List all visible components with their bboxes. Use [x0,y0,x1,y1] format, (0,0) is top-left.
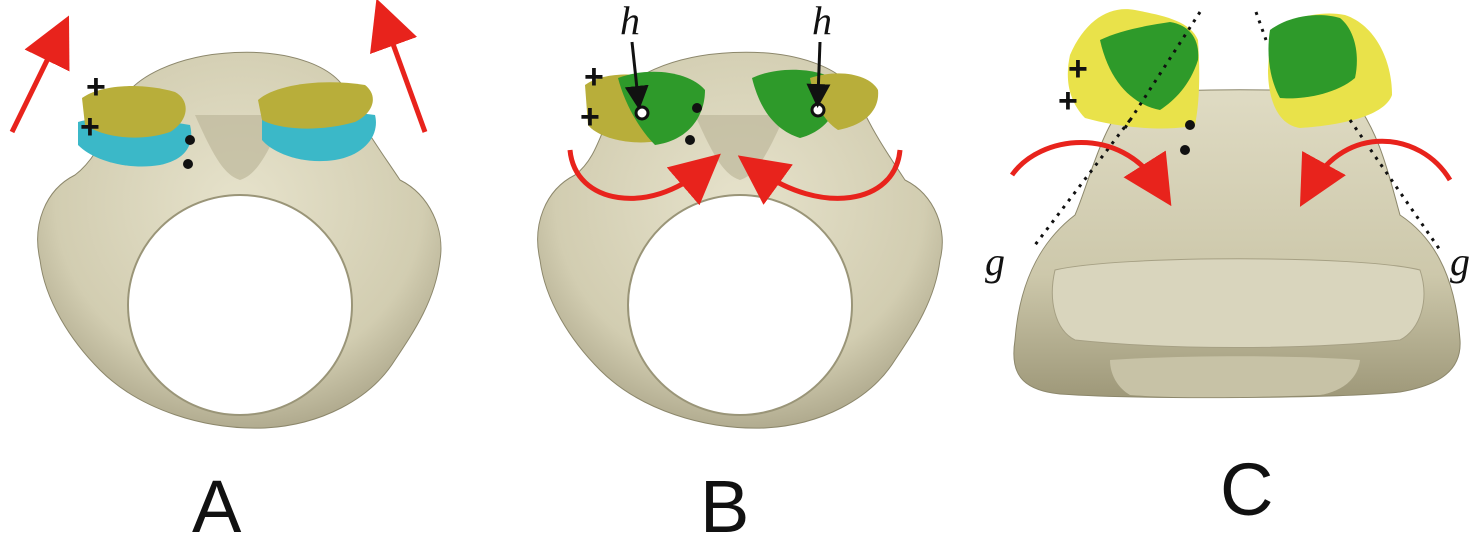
arrow-a-right [385,22,425,132]
marker-label-g: g [1450,239,1470,284]
plus-marker: + [584,58,604,96]
plus-marker: + [1058,82,1078,120]
panel-label: B [700,465,749,540]
dot-marker [185,135,195,145]
dot-marker [1180,145,1190,155]
open-circle-marker [812,104,824,116]
dot-marker [183,159,193,169]
marker-label-h: h [620,0,640,43]
vertebra-b-foramen [628,195,852,415]
vertebra-c-canal [1110,356,1360,397]
vertebra-c-body [1014,90,1460,398]
plus-marker: + [86,68,106,106]
plus-marker: + [580,98,600,136]
open-circle-marker [636,107,648,119]
panel-label: C [1220,448,1273,531]
marker-label-h: h [812,0,832,43]
panel-b: + + h h B [538,0,943,540]
panel-c: + + g g C [985,9,1470,531]
pointer-arrow [818,42,820,96]
arrow-a-left [12,38,58,132]
dot-marker [1185,120,1195,130]
dot-marker [685,135,695,145]
vertebra-a-foramen [128,195,352,415]
dotted-line-g-right [1256,12,1266,40]
panel-label: A [192,465,242,540]
dot-marker [692,103,702,113]
panel-a: + + A [12,22,441,540]
vertebra-c-rim [1052,259,1424,348]
plus-marker: + [80,108,100,146]
marker-label-g: g [985,239,1005,284]
